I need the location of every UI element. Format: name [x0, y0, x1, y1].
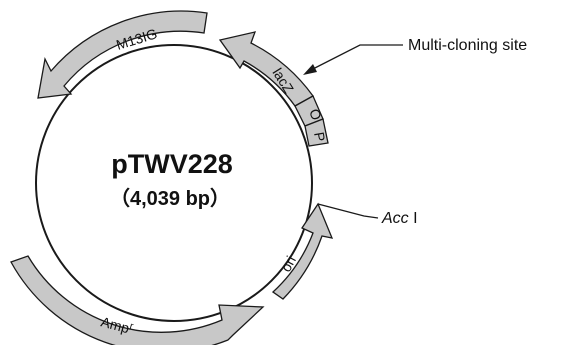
mcs-label: Multi-cloning site [408, 37, 527, 54]
ampr-label: Ampr [99, 313, 135, 337]
m13ig-feature-arrow [37, 10, 208, 99]
ori-label: ori [278, 253, 299, 274]
p-promoter-label: P [311, 131, 328, 143]
lacz-feature-arrow [218, 31, 314, 107]
p-promoter-box [304, 118, 329, 147]
plasmid-backbone [35, 44, 313, 322]
ampr-feature-arrow [10, 255, 265, 345]
plasmid-size: （4,039 bp） [110, 187, 230, 210]
mcs-leader-arrowhead [303, 64, 317, 75]
ori-feature-arrow [271, 202, 334, 300]
acc-i-label-italic: Acc [381, 210, 409, 227]
plasmid-name: pTWV228 [111, 149, 233, 179]
acc-i-leader-line [317, 203, 379, 219]
ampr-label-superscript: r [128, 321, 135, 333]
acc-i-label-roman: I [409, 210, 418, 227]
o-operator-label: O [306, 107, 325, 123]
mcs-leader-line [306, 44, 403, 73]
acc-i-label: Acc I [381, 210, 418, 227]
ampr-label-base: Amp [99, 313, 131, 336]
